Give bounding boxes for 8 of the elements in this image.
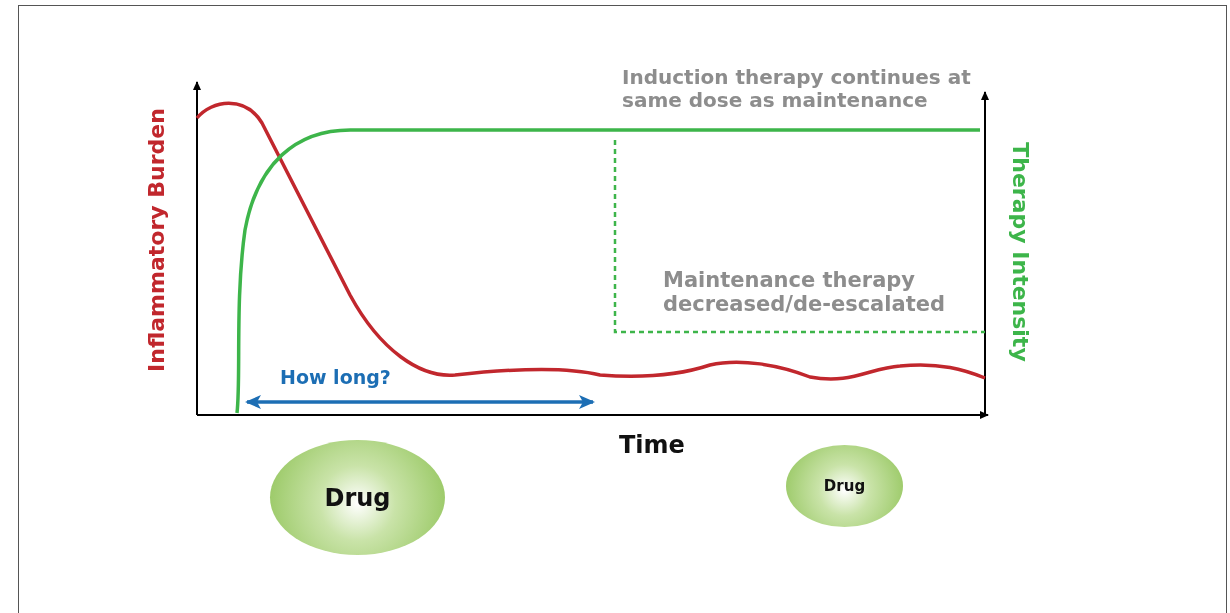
annotation-text: Induction therapy continues at same dose as maintenance bbox=[622, 66, 972, 112]
drug-label: Drug bbox=[324, 483, 391, 512]
axis-title: Therapy Intensity bbox=[1007, 142, 1033, 362]
axis-title: Inflammatory Burden bbox=[144, 108, 170, 372]
duration-label: How long? bbox=[280, 367, 391, 389]
drug-label: Drug bbox=[823, 477, 866, 495]
axis-title: Time bbox=[619, 432, 685, 460]
annotation-text: Maintenance therapy decreased/de-escalated bbox=[663, 268, 946, 317]
